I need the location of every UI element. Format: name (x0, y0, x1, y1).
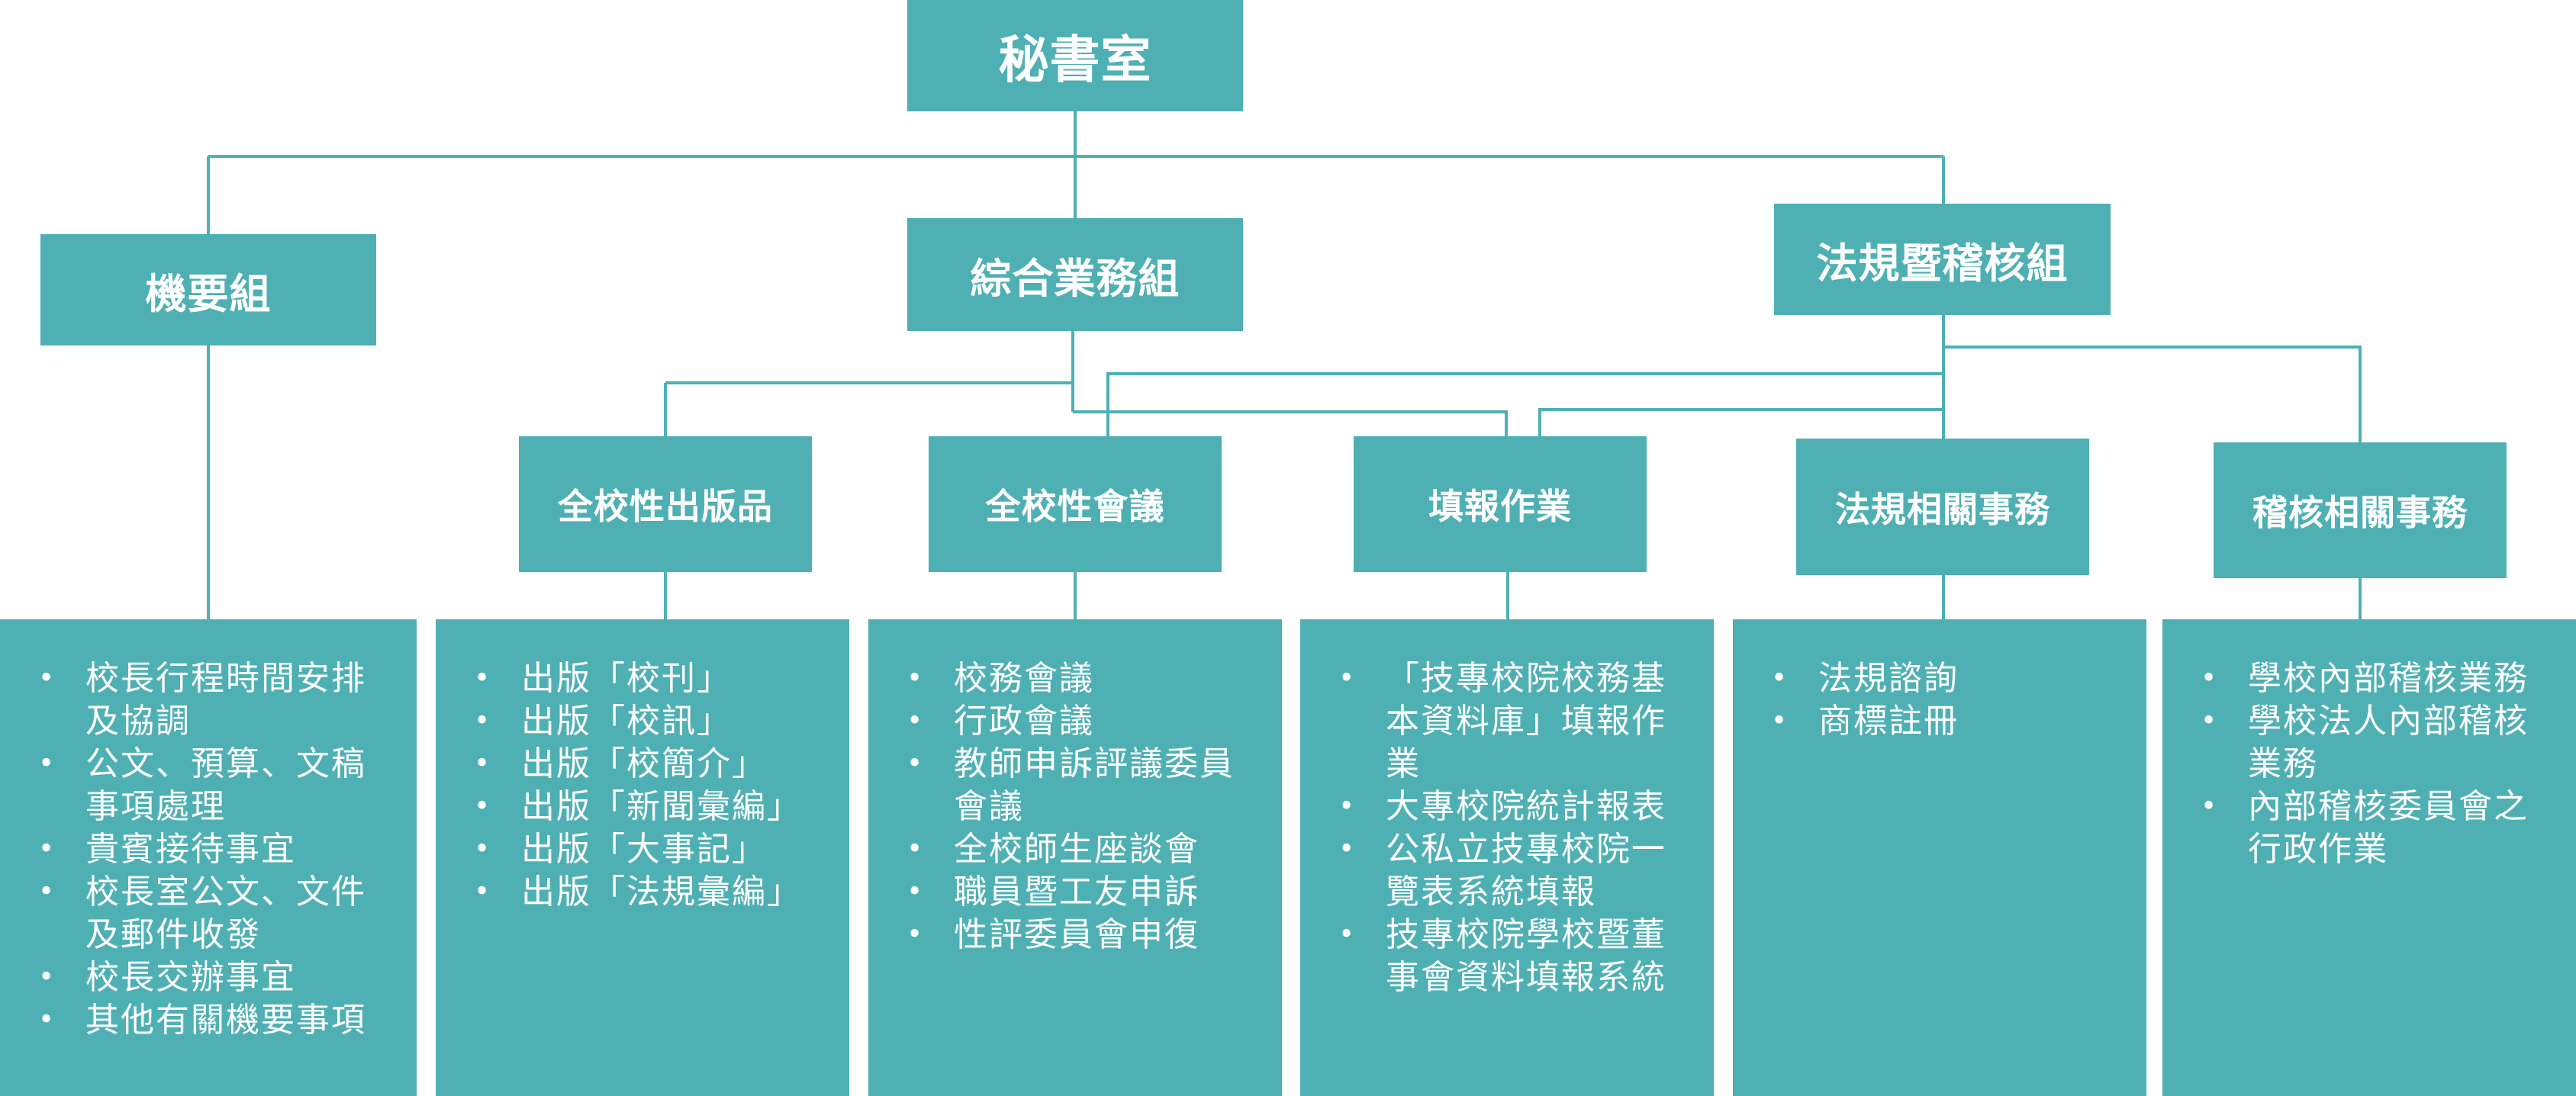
unit-reporting: 填報作業 (1354, 436, 1647, 572)
division-jiyao: 機要組 (40, 234, 376, 346)
unit-audit-affairs: 稽核相關事務 (2214, 442, 2507, 578)
duty-item: 職員暨工友申訴 (906, 871, 1259, 914)
duty-item: 大專校院統計報表 (1338, 786, 1691, 828)
duty-item: 行政會議 (906, 700, 1259, 743)
duties-list-reporting: 「技專校院校務基本資料庫」填報作業 大專校院統計報表 公私立技專校院一覽表系統填… (1338, 657, 1691, 999)
duty-item: 性評委員會申復 (906, 914, 1259, 956)
duties-list-legal-affairs: 法規諮詢 商標註冊 (1771, 657, 2124, 743)
duty-item: 出版「大事記」 (474, 828, 826, 871)
duty-item: 全校師生座談會 (906, 828, 1259, 871)
duty-item: 內部稽核委員會之行政作業 (2201, 786, 2553, 871)
duties-list-audit-affairs: 學校內部稽核業務 學校法人內部稽核業務 內部稽核委員會之行政作業 (2201, 657, 2553, 871)
unit-publications: 全校性出版品 (519, 436, 812, 572)
duty-item: 法規諮詢 (1771, 657, 2124, 700)
duty-item: 「技專校院校務基本資料庫」填報作業 (1338, 657, 1691, 786)
duty-item: 校務會議 (906, 657, 1259, 700)
duty-item: 出版「新聞彙編」 (474, 786, 826, 828)
connector-fagui-to-report (1538, 408, 1943, 436)
unit-legal-affairs: 法規相關事務 (1796, 439, 2089, 575)
duties-panel-audit-affairs: 學校內部稽核業務 學校法人內部稽核業務 內部稽核委員會之行政作業 (2162, 619, 2576, 1096)
duty-item: 出版「校訊」 (474, 700, 826, 743)
division-zonghe: 綜合業務組 (907, 218, 1243, 331)
duties-panel-meetings: 校務會議 行政會議 教師申訴評議委員會議 全校師生座談會 職員暨工友申訴 性評委… (868, 619, 1282, 1096)
root-node: 秘書室 (907, 0, 1243, 111)
connector-fagui-to-meeting (1106, 372, 1943, 436)
division-fagui: 法規暨稽核組 (1774, 204, 2111, 315)
duty-item: 貴賓接待事宜 (38, 828, 394, 871)
duty-item: 校長交辦事宜 (38, 956, 394, 999)
connector-fagui-to-audit (1943, 346, 2362, 442)
duties-list-jiyao: 校長行程時間安排及協調 公文、預算、文稿事項處理 貴賓接待事宜 校長室公文、文件… (38, 657, 394, 1042)
duties-panel-legal-affairs: 法規諮詢 商標註冊 (1733, 619, 2146, 1096)
duty-item: 出版「校簡介」 (474, 743, 826, 786)
duty-item: 學校法人內部稽核業務 (2201, 700, 2553, 786)
duty-item: 教師申訴評議委員會議 (906, 743, 1259, 828)
duty-item: 公私立技專校院一覽表系統填報 (1338, 828, 1691, 914)
duties-list-publications: 出版「校刊」 出版「校訊」 出版「校簡介」 出版「新聞彙編」 出版「大事記」 出… (474, 657, 826, 914)
duties-panel-reporting: 「技專校院校務基本資料庫」填報作業 大專校院統計報表 公私立技專校院一覽表系統填… (1300, 619, 1714, 1096)
duty-item: 其他有關機要事項 (38, 999, 394, 1042)
unit-meetings: 全校性會議 (929, 436, 1222, 572)
duty-item: 商標註冊 (1771, 700, 2124, 743)
duty-item: 出版「校刊」 (474, 657, 826, 700)
duty-item: 技專校院學校暨董事會資料填報系統 (1338, 914, 1691, 999)
duties-panel-publications: 出版「校刊」 出版「校訊」 出版「校簡介」 出版「新聞彙編」 出版「大事記」 出… (436, 619, 849, 1096)
duty-item: 校長室公文、文件及郵件收發 (38, 871, 394, 956)
duty-item: 出版「法規彙編」 (474, 871, 826, 914)
duty-item: 校長行程時間安排及協調 (38, 657, 394, 743)
connector-zonghe-to-report (1073, 410, 1508, 436)
duty-item: 公文、預算、文稿事項處理 (38, 743, 394, 828)
duty-item: 學校內部稽核業務 (2201, 657, 2553, 700)
duties-list-meetings: 校務會議 行政會議 教師申訴評議委員會議 全校師生座談會 職員暨工友申訴 性評委… (906, 657, 1259, 956)
duties-panel-jiyao: 校長行程時間安排及協調 公文、預算、文稿事項處理 貴賓接待事宜 校長室公文、文件… (0, 619, 417, 1096)
